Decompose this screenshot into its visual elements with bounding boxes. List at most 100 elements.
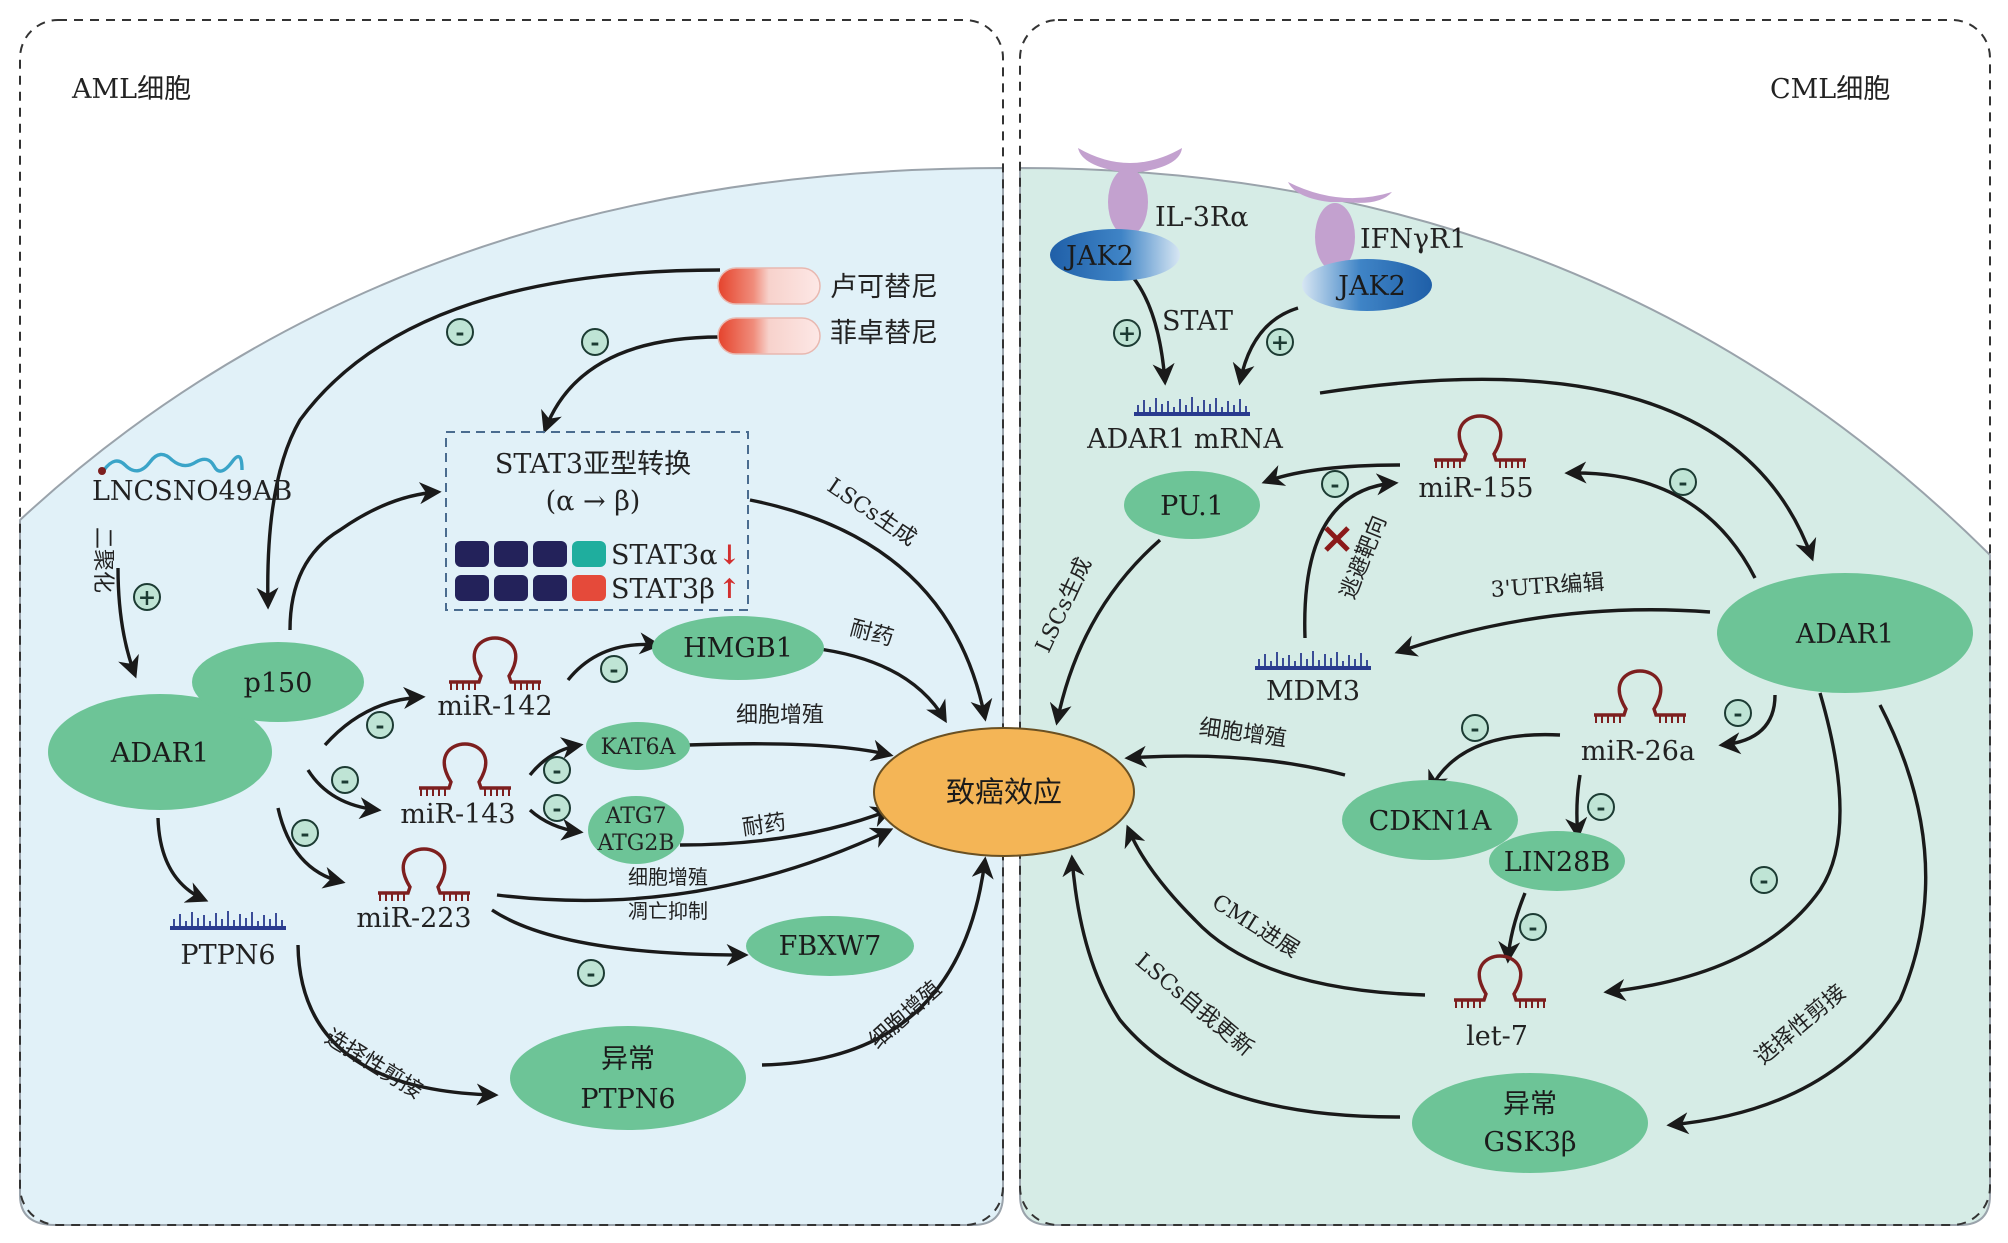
minus-sign-icon: - xyxy=(1321,470,1349,498)
adar1-left-label: ADAR1 xyxy=(110,738,209,769)
mir26a-label: miR-26a xyxy=(1581,736,1695,767)
mdm3-label: MDM3 xyxy=(1266,676,1360,707)
mir142-label: miR-142 xyxy=(437,691,552,722)
ruxolitinib-label: 卢可替尼 xyxy=(830,272,938,303)
pu1-node xyxy=(1124,471,1260,539)
svg-text:+: + xyxy=(1118,321,1136,347)
il3ra-receptor-icon xyxy=(1078,148,1182,236)
apoptosis-inhibition-label: 凋亡抑制 xyxy=(628,899,708,923)
ruxolitinib-pill-icon xyxy=(717,267,821,305)
cell-proliferation-label-2: 细胞增殖 xyxy=(628,865,708,889)
cdkn1a-node xyxy=(1342,780,1518,860)
stat3-isoform-box xyxy=(445,431,749,611)
lin28b-node xyxy=(1489,831,1625,891)
il3ra-label: IL-3Rα xyxy=(1155,202,1248,233)
svg-text:-: - xyxy=(609,657,618,683)
plus-sign-icon: + xyxy=(1113,319,1141,347)
minus-sign-icon: - xyxy=(1587,793,1615,821)
mir143-label: miR-143 xyxy=(400,799,515,830)
svg-text:+: + xyxy=(138,585,156,611)
atg7-label: ATG7 xyxy=(605,804,667,829)
minus-sign-icon: - xyxy=(543,794,571,822)
ifngr1-label: IFNγR1 xyxy=(1360,224,1467,255)
minus-sign-icon: - xyxy=(1461,714,1489,742)
adar1-right-label: ADAR1 xyxy=(1795,619,1894,650)
jak2-node-b xyxy=(1302,259,1432,311)
fedratinib-pill-icon xyxy=(717,317,821,355)
stat3-beta-label: STAT3β xyxy=(611,574,715,605)
oncogenic-effect-node xyxy=(873,727,1135,857)
stat-label: STAT xyxy=(1162,306,1233,337)
abnormal-ptpn6-label-2: PTPN6 xyxy=(580,1084,675,1115)
abnormal-gsk3b-node xyxy=(1412,1073,1648,1173)
jak2-a-label: JAK2 xyxy=(1063,241,1134,272)
minus-sign-icon: - xyxy=(1724,699,1752,727)
let7-label: let-7 xyxy=(1466,1021,1528,1052)
svg-text:-: - xyxy=(300,821,309,847)
svg-text:-: - xyxy=(1596,795,1605,821)
stat3-alpha-down-arrow: ↓ xyxy=(718,540,741,571)
ifngr1-receptor-icon xyxy=(1288,182,1392,271)
cell-proliferation-label-1: 细胞增殖 xyxy=(736,703,824,728)
plus-sign-icon: + xyxy=(133,583,161,611)
minus-sign-icon: - xyxy=(446,318,474,346)
fedratinib-label: 菲卓替尼 xyxy=(830,318,938,349)
stat3-alpha-domains xyxy=(455,541,606,567)
kat6a-node xyxy=(586,722,690,770)
svg-text:-: - xyxy=(375,713,384,739)
lncsno49ab-label: LNCSNO49AB xyxy=(92,476,292,507)
kat6a-label: KAT6A xyxy=(601,735,677,760)
minus-sign-icon: - xyxy=(1669,468,1697,496)
atg7-atg2b-node xyxy=(588,796,684,864)
adar1-node-left xyxy=(48,694,272,810)
p150-label: p150 xyxy=(244,668,313,699)
aml-panel-title: AML细胞 xyxy=(71,74,191,105)
svg-text:-: - xyxy=(1470,716,1479,742)
p150-node xyxy=(192,642,364,722)
adar1-node-right xyxy=(1717,573,1973,693)
mir155-label: miR-155 xyxy=(1418,473,1533,504)
plus-sign-icon: + xyxy=(1266,328,1294,356)
fbxw7-node xyxy=(746,916,914,976)
mir223-label: miR-223 xyxy=(356,903,471,934)
svg-text:+: + xyxy=(1271,330,1289,356)
abnormal-ptpn6-node xyxy=(510,1026,746,1130)
ptpn6-label: PTPN6 xyxy=(180,940,275,971)
oncogenic-effect-label: 致癌效应 xyxy=(946,775,1062,809)
cdkn1a-label: CDKN1A xyxy=(1369,806,1492,837)
minus-sign-icon: - xyxy=(331,766,359,794)
lncrna-strand-icon xyxy=(98,452,244,475)
minus-sign-icon: - xyxy=(581,328,609,356)
svg-text:-: - xyxy=(552,796,561,822)
minus-sign-icon: - xyxy=(543,756,571,784)
jak2-b-label: JAK2 xyxy=(1335,271,1406,302)
aml-panel-border xyxy=(19,19,1004,1226)
minus-sign-icon: - xyxy=(1519,913,1547,941)
svg-text:-: - xyxy=(1330,472,1339,498)
abnormal-ptpn6-label-1: 异常 xyxy=(601,1044,655,1075)
lin28b-label: LIN28B xyxy=(1504,847,1610,878)
block-cross-icon xyxy=(1324,526,1350,552)
fbxw7-label: FBXW7 xyxy=(779,931,882,962)
svg-text:-: - xyxy=(552,758,561,784)
svg-text:-: - xyxy=(1528,915,1537,941)
stat3-alpha-label: STAT3α xyxy=(611,540,717,571)
minus-sign-icon: - xyxy=(291,819,319,847)
adar1-mrna-label: ADAR1 mRNA xyxy=(1086,424,1283,455)
abnormal-gsk3b-label-2: GSK3β xyxy=(1483,1127,1576,1158)
minus-sign-icon: - xyxy=(600,655,628,683)
svg-text:-: - xyxy=(455,320,464,346)
hmgb1-node xyxy=(652,616,824,680)
svg-text:-: - xyxy=(340,768,349,794)
svg-text:-: - xyxy=(590,330,599,356)
svg-text:-: - xyxy=(1733,701,1742,727)
jak2-node-a xyxy=(1050,229,1180,281)
svg-text:-: - xyxy=(586,961,595,987)
stat3-beta-up-arrow: ↑ xyxy=(718,574,741,605)
minus-sign-icon: - xyxy=(577,959,605,987)
minus-sign-icon: - xyxy=(366,711,394,739)
abnormal-gsk3b-label-1: 异常 xyxy=(1503,1089,1557,1120)
dimerization-label: 二聚化 xyxy=(90,527,115,593)
minus-sign-icon: - xyxy=(1750,866,1778,894)
